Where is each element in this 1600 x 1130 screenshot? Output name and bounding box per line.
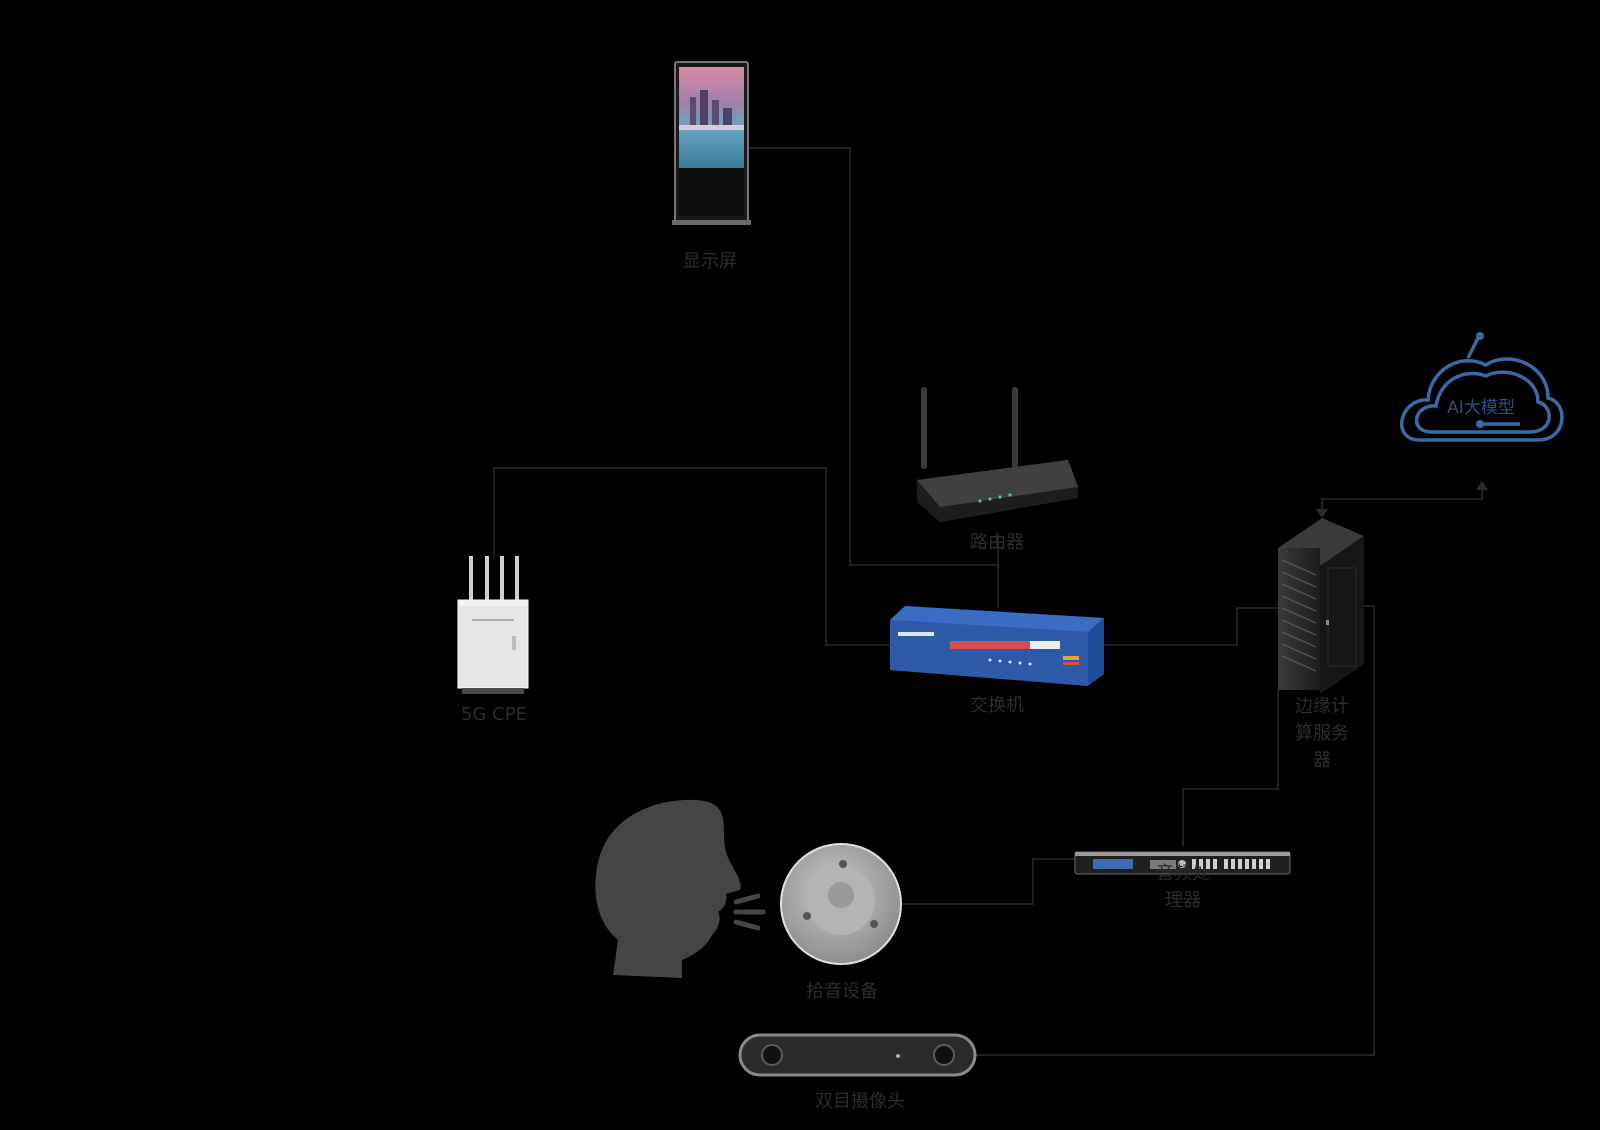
switch-label: 交换机 [970, 695, 1024, 716]
audio-processor-label: 音频处理器 [1156, 863, 1210, 911]
connections [493, 147, 1483, 1056]
mic-icon [780, 843, 902, 965]
line-switch-server [1104, 607, 1278, 646]
cloud-icon [1400, 332, 1564, 442]
mic-label: 拾音设备 [806, 981, 878, 1002]
cpe-icon [457, 556, 529, 694]
cloud-label: AI大模型 [1447, 398, 1515, 418]
line-display-router [748, 147, 999, 566]
line-mic-audio [901, 858, 1075, 905]
switch-icon [890, 606, 1104, 686]
display-label: 显示屏 [683, 251, 737, 272]
router-label: 路由器 [970, 532, 1024, 553]
router-icon [917, 387, 1078, 522]
edge-server-label: 边缘计算服务器 [1295, 696, 1349, 771]
line-audio-server [1182, 690, 1279, 846]
line-server-cloud [1321, 484, 1483, 515]
camera-label: 双目摄像头 [815, 1091, 905, 1112]
arrow-server-end [1316, 509, 1328, 518]
display-screen-icon [672, 61, 751, 225]
line-cpe-switch [493, 467, 890, 646]
stereo-camera-icon [738, 1033, 977, 1077]
cpe-label: 5G CPE [461, 704, 527, 725]
line-camera-server [975, 605, 1375, 1056]
server-icon [1278, 518, 1364, 694]
audio-processor-icon [1074, 851, 1291, 875]
speaking-head-icon [595, 799, 766, 978]
arrow-cloud-end [1476, 481, 1488, 490]
